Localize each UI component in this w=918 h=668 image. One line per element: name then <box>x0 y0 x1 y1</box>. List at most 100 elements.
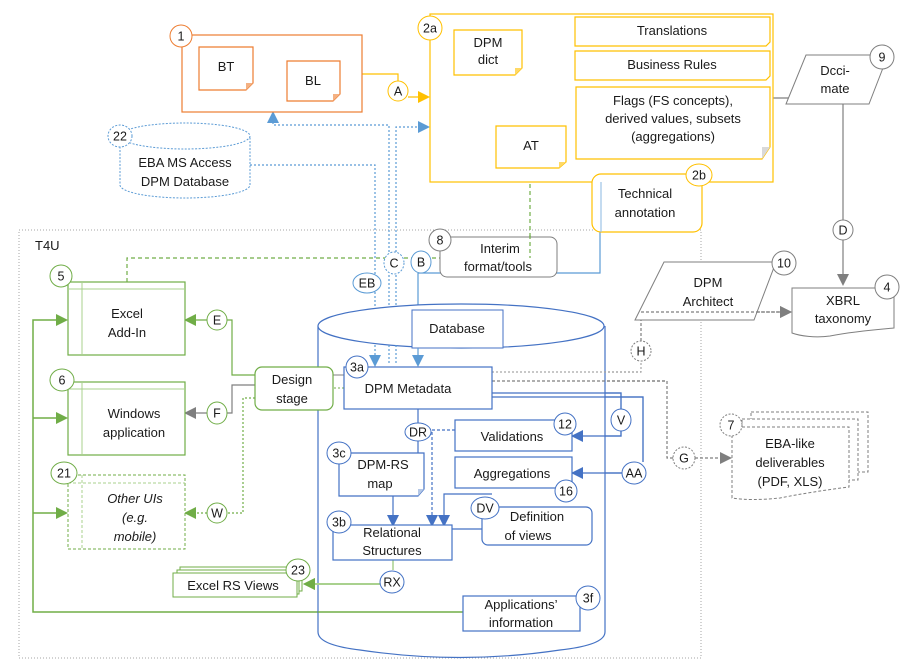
badge-3a: 3a <box>345 355 369 379</box>
dpm-architect-label-1: DPM <box>694 275 723 290</box>
dpm-rs-map-label-1: DPM-RS <box>357 457 409 472</box>
badge-3c-text: 3c <box>332 447 345 461</box>
dccimate-label-2: mate <box>821 81 850 96</box>
connector-aa-text: AA <box>626 467 643 481</box>
edge-v-validations-inner <box>571 430 622 442</box>
at-box[interactable]: AT <box>495 125 567 169</box>
badge-dv: DV <box>470 496 500 520</box>
badge-9: 9 <box>869 44 895 70</box>
badge-3b: 3b <box>326 510 352 534</box>
business-rules-box[interactable]: Business Rules <box>574 50 771 81</box>
business-rules-label: Business Rules <box>627 57 717 72</box>
badge-2a: 2a <box>417 15 443 41</box>
xbrl-label-2: taxonomy <box>815 311 872 326</box>
design-stage-box[interactable]: Design stage <box>254 366 334 411</box>
connector-a-text: A <box>394 85 403 99</box>
badge-3c: 3c <box>326 441 352 465</box>
validations-label: Validations <box>481 429 544 444</box>
deliverables-label-3: (PDF, XLS) <box>757 474 822 489</box>
badge-22: 22 <box>107 124 133 148</box>
badge-23: 23 <box>285 558 311 582</box>
connector-c-text: C <box>389 257 398 271</box>
badge-1: 1 <box>169 24 193 48</box>
connector-g: G <box>672 446 696 470</box>
dccimate-box[interactable]: Dcci- mate <box>785 54 889 105</box>
connector-v: V <box>610 408 632 432</box>
connector-e-text: E <box>213 314 221 328</box>
excel-addin-label-2: Add-In <box>108 325 146 340</box>
other-uis-label-3: mobile) <box>114 529 157 544</box>
xbrl-taxonomy-box[interactable]: XBRL taxonomy <box>791 287 895 338</box>
edge-2a-dcci <box>772 97 844 220</box>
badge-10: 10 <box>771 250 797 276</box>
relational-label-1: Relational <box>363 525 421 540</box>
edge-v-inner <box>492 392 622 410</box>
dpm-dict-label-1: DPM <box>474 35 503 50</box>
bl-box[interactable]: BL <box>286 60 341 102</box>
badge-8-text: 8 <box>437 234 444 248</box>
eba-deliverables-box[interactable]: EBA-like deliverables (PDF, XLS) <box>731 411 869 500</box>
validations-box[interactable]: Validations <box>454 419 573 452</box>
badge-2b: 2b <box>685 163 713 187</box>
views-label-1: Definition <box>510 509 564 524</box>
badge-5: 5 <box>49 264 73 288</box>
deliverables-label-2: deliverables <box>755 455 825 470</box>
translations-box[interactable]: Translations <box>574 16 771 47</box>
interim-format-box[interactable]: Interim format/tools <box>439 236 558 278</box>
badge-12: 12 <box>553 412 577 436</box>
bt-box[interactable]: BT <box>198 46 254 91</box>
connector-e: E <box>206 309 228 331</box>
design-stage-label-2: stage <box>276 391 308 406</box>
applications-info-box[interactable]: Applications’ information <box>462 595 581 632</box>
edge-val-rel-inner <box>426 429 455 527</box>
aggregations-box[interactable]: Aggregations <box>454 456 573 489</box>
badge-3b-text: 3b <box>332 516 346 530</box>
connector-w: W <box>206 502 228 524</box>
technical-annotation-label-1: Technical <box>618 186 672 201</box>
xbrl-label-1: XBRL <box>826 293 860 308</box>
edge-design-e <box>227 319 255 376</box>
connector-b-text: B <box>417 256 425 270</box>
dpm-architect-box[interactable]: DPM Architect <box>634 261 777 321</box>
technical-annotation-box[interactable]: Technical annotation <box>591 173 703 233</box>
at-label: AT <box>523 138 539 153</box>
dpm-architect-label-2: Architect <box>683 294 734 309</box>
dpm-rs-map-box[interactable]: DPM-RS map <box>338 452 425 497</box>
badge-4: 4 <box>874 274 900 300</box>
edge-c-1 <box>267 111 390 260</box>
eba-ms-access-db[interactable]: EBA MS Access DPM Database <box>119 122 251 199</box>
excel-rs-views-box[interactable]: Excel RS Views <box>172 566 303 598</box>
connector-aa: AA <box>621 461 647 485</box>
eba-db-label-2: DPM Database <box>141 174 229 189</box>
connector-rx: RX <box>379 570 405 594</box>
dpm-rs-map-label-2: map <box>367 476 392 491</box>
connector-g-text: G <box>679 452 689 466</box>
group-t4u-label: T4U <box>35 238 60 253</box>
database-inner-lines <box>303 345 667 613</box>
excel-addin-label-1: Excel <box>111 306 143 321</box>
flags-box[interactable]: Flags (FS concepts), derived values, sub… <box>575 86 771 160</box>
connector-dr-text: DR <box>409 426 427 440</box>
badge-6-text: 6 <box>59 374 66 388</box>
dpm-metadata-box[interactable]: DPM Metadata <box>343 366 493 410</box>
connector-eb: EB <box>352 272 382 294</box>
definition-of-views-box[interactable]: Definition of views <box>481 506 593 546</box>
edge-views-rel-inner <box>438 493 492 527</box>
excel-addin-box[interactable]: Excel Add-In <box>67 281 186 356</box>
connector-w-text: W <box>211 507 223 521</box>
dpm-dict-box[interactable]: DPM dict <box>453 29 523 76</box>
bl-label: BL <box>305 73 321 88</box>
badge-10-text: 10 <box>777 257 791 271</box>
relational-structures-box[interactable]: Relational Structures <box>332 524 453 561</box>
other-uis-box[interactable]: Other UIs (e.g. mobile) <box>67 474 186 550</box>
node-1-container: BT BL <box>181 34 363 113</box>
windows-app-box[interactable]: Windows application <box>67 381 186 456</box>
dccimate-label-1: Dcci- <box>820 63 850 78</box>
interim-label-2: format/tools <box>464 259 532 274</box>
edge-appsinfo-excel <box>32 314 463 613</box>
connector-v-text: V <box>617 414 626 428</box>
badge-3f: 3f <box>575 585 601 611</box>
aggregations-label: Aggregations <box>474 466 551 481</box>
